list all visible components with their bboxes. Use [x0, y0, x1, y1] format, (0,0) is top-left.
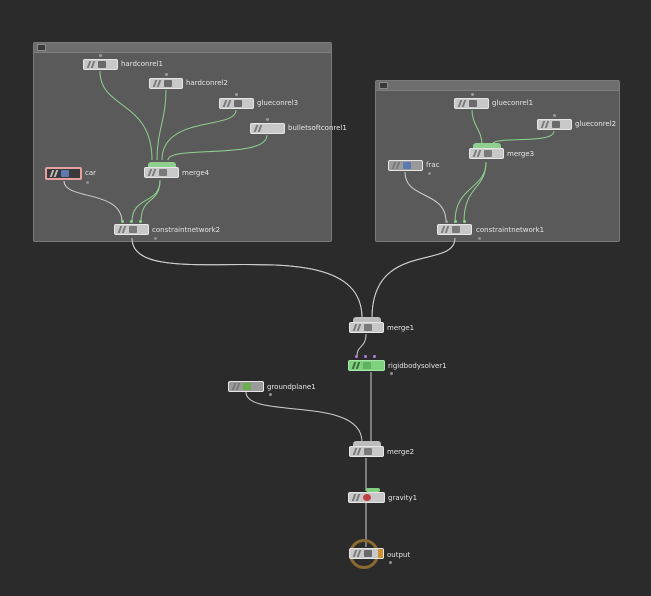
input-connector[interactable] — [355, 355, 358, 358]
info-dot[interactable] — [86, 181, 89, 184]
input-connector[interactable] — [121, 220, 124, 223]
constraint-network-icon — [129, 226, 137, 233]
merge-icon — [484, 150, 492, 157]
output-icon — [364, 550, 372, 557]
merge-icon — [364, 448, 372, 455]
node-label-merge2: merge2 — [387, 448, 415, 456]
network-box-title-bar[interactable] — [376, 81, 619, 91]
node-frac[interactable] — [388, 160, 423, 171]
node-output[interactable] — [349, 548, 384, 559]
node-label-output: output — [387, 551, 411, 559]
input-connector[interactable] — [463, 220, 466, 223]
input-connector[interactable] — [445, 220, 448, 223]
node-label-glueconrel3: glueconrel3 — [257, 99, 299, 107]
merge-icon — [364, 324, 372, 331]
input-connector[interactable] — [471, 93, 474, 96]
input-connector[interactable] — [553, 114, 556, 117]
node-label-hardconrel2: hardconrel2 — [186, 79, 228, 87]
merge-input-bar[interactable] — [473, 143, 501, 148]
node-label-merge3: merge3 — [507, 150, 535, 158]
input-connector[interactable] — [373, 355, 376, 358]
merge-input-bar[interactable] — [148, 162, 176, 167]
node-merge1[interactable] — [349, 322, 384, 333]
object-merge-icon — [61, 170, 69, 177]
node-constraintnetwork2[interactable] — [114, 224, 149, 235]
node-gravity1[interactable] — [348, 492, 385, 503]
node-merge4[interactable] — [144, 167, 179, 178]
display-flag[interactable] — [378, 549, 383, 558]
constraint-icon — [234, 100, 242, 107]
node-label-hardconrel1: hardconrel1 — [121, 60, 163, 68]
network-box-title-bar[interactable] — [34, 43, 331, 53]
object-merge-icon — [403, 162, 411, 169]
node-merge2[interactable] — [349, 446, 384, 457]
node-glueconrel2[interactable] — [537, 119, 572, 130]
node-label-merge4: merge4 — [182, 169, 210, 177]
node-label-groundplane1: groundplane1 — [267, 383, 316, 391]
node-hardconrel1[interactable] — [83, 59, 118, 70]
node-label-constraintnetwork1: constraintnetwork1 — [476, 226, 545, 234]
input-connector[interactable] — [364, 355, 367, 358]
groundplane-icon — [243, 383, 251, 390]
node-merge3[interactable] — [469, 148, 504, 159]
network-box-left[interactable] — [33, 42, 332, 242]
merge-input-bar[interactable] — [353, 317, 381, 322]
minus-icon[interactable] — [37, 44, 46, 51]
info-dot[interactable] — [478, 237, 481, 240]
node-rigidbodysolver1[interactable] — [348, 360, 385, 371]
minus-icon[interactable] — [379, 82, 388, 89]
solver-icon — [363, 362, 371, 369]
input-connector[interactable] — [165, 73, 168, 76]
node-label-glueconrel2: glueconrel2 — [575, 120, 617, 128]
node-bulletsoftconrel1[interactable] — [250, 123, 285, 134]
constraint-network-icon — [452, 226, 460, 233]
node-hardconrel2[interactable] — [149, 78, 183, 89]
node-groundplane1[interactable] — [228, 381, 264, 392]
info-dot[interactable] — [428, 172, 431, 175]
node-label-merge1: merge1 — [387, 324, 415, 332]
input-connector[interactable] — [139, 220, 142, 223]
gravity-icon — [363, 494, 371, 501]
node-label-frac: frac — [426, 161, 440, 169]
node-label-rigidbodysolver1: rigidbodysolver1 — [388, 362, 447, 370]
input-connector[interactable] — [266, 118, 269, 121]
node-label-bulletsoftconrel1: bulletsoftconrel1 — [288, 124, 347, 132]
constraint-icon — [164, 80, 172, 87]
input-connector[interactable] — [235, 93, 238, 96]
merge-icon — [159, 169, 167, 176]
node-constraintnetwork1[interactable] — [437, 224, 472, 235]
wire-groundplane1-merge2 — [245, 391, 363, 443]
node-glueconrel3[interactable] — [219, 98, 254, 109]
node-label-gravity1: gravity1 — [388, 494, 418, 502]
node-car[interactable] — [45, 167, 82, 180]
constraint-icon — [552, 121, 560, 128]
node-glueconrel1[interactable] — [454, 98, 489, 109]
node-label-car: car — [85, 169, 97, 177]
info-dot[interactable] — [269, 393, 272, 396]
wire-merge1-rigidbodysolver1 — [356, 333, 367, 357]
merge-input-bar[interactable] — [353, 441, 381, 446]
input-connector[interactable] — [454, 220, 457, 223]
info-dot[interactable] — [389, 561, 392, 564]
input-connector[interactable] — [99, 54, 102, 57]
info-dot[interactable] — [390, 372, 393, 375]
node-label-constraintnetwork2: constraintnetwork2 — [152, 226, 221, 234]
info-dot[interactable] — [154, 237, 157, 240]
constraint-icon — [469, 100, 477, 107]
gravity-active-flag — [366, 488, 380, 492]
constraint-icon — [98, 61, 106, 68]
input-connector[interactable] — [130, 220, 133, 223]
node-label-glueconrel1: glueconrel1 — [492, 99, 534, 107]
